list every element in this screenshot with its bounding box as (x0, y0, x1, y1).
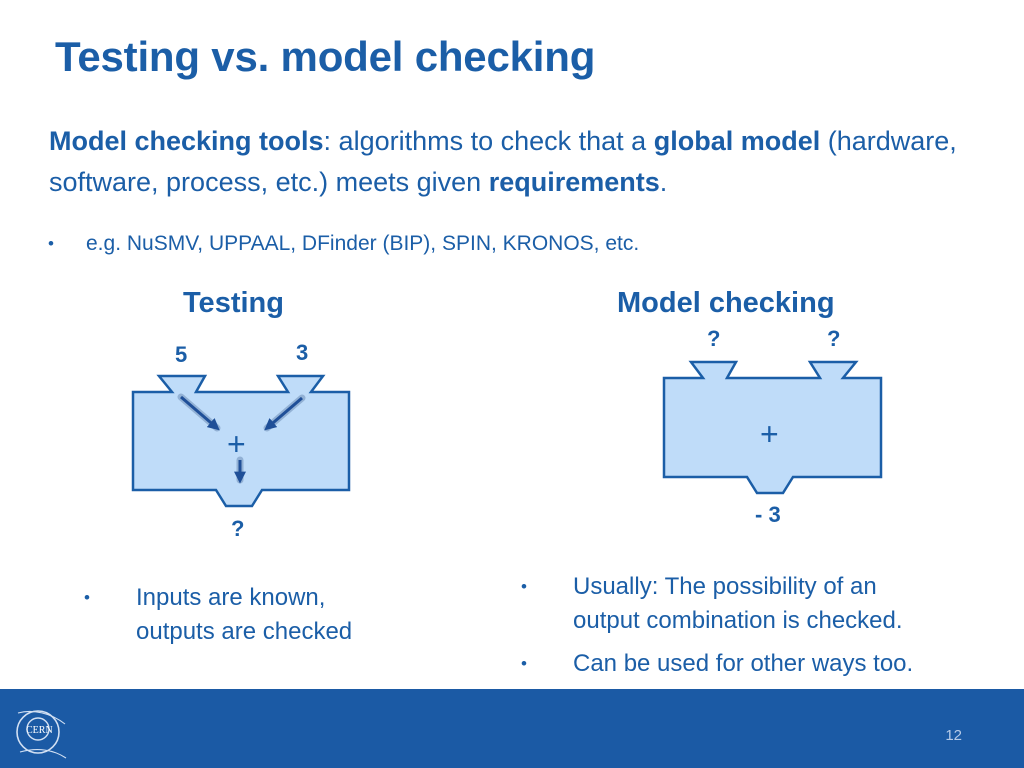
page-number: 12 (945, 727, 962, 744)
testing-arrow-left (177, 393, 221, 432)
model-checking-output: - 3 (755, 502, 781, 527)
model-checking-adder-block (662, 360, 883, 495)
model-checking-operator: + (760, 416, 779, 452)
bullet-dot: • (48, 234, 54, 253)
bullet-dot: • (84, 588, 90, 607)
model-checking-heading: Model checking (617, 287, 835, 319)
examples-text: e.g. NuSMV, UPPAAL, DFinder (BIP), SPIN,… (86, 232, 640, 255)
intro-bold-requirements: requirements (488, 167, 660, 197)
bullet-dot: • (521, 654, 527, 673)
intro-text-2: (hardware, software, process, etc.) meet… (49, 126, 957, 197)
cern-logo-text: CERN (26, 725, 53, 736)
comparison-diagrams: 5 3 + ? ? ? + - 3 (131, 326, 883, 541)
testing-input-right: 3 (296, 340, 308, 365)
testing-output: ? (231, 516, 244, 541)
model-checking-input-right: ? (827, 326, 840, 351)
cern-logo-icon: CERN (16, 710, 67, 759)
model-checking-note-2-line-1: Can be used for other ways too. (573, 650, 914, 677)
model-checking-note-1: • Usually: The possibility of an output … (521, 572, 991, 642)
testing-heading: Testing (183, 287, 284, 319)
model-checking-note-2: • Can be used for other ways too. (521, 649, 991, 681)
footer-bar: CERN 12 (0, 689, 1024, 768)
model-checking-input-left: ? (707, 326, 720, 351)
intro-text-1: : algorithms to check that a (323, 126, 654, 156)
intro-bold-global-model: global model (653, 126, 821, 156)
intro-text-3: . (659, 167, 668, 197)
examples-bullet: • e.g. NuSMV, UPPAAL, DFinder (BIP), SPI… (48, 229, 808, 259)
testing-input-left: 5 (175, 342, 187, 367)
intro-term: Model checking tools (49, 126, 324, 156)
testing-note-line-1: Inputs are known, (136, 584, 326, 611)
testing-diagram: 5 3 + ? (131, 340, 351, 541)
model-checking-note-1-line-1: Usually: The possibility of an (573, 573, 877, 600)
model-checking-note-1-line-2: output combination is checked. (573, 607, 903, 634)
model-checking-diagram: ? ? + - 3 (662, 326, 883, 527)
testing-note: • Inputs are known, outputs are checked (84, 583, 444, 653)
bullet-dot: • (521, 577, 527, 596)
intro-paragraph: Model checking tools: algorithms to chec… (49, 121, 989, 203)
slide-title: Testing vs. model checking (55, 33, 596, 80)
testing-arrow-right (263, 394, 306, 432)
testing-operator: + (227, 426, 246, 462)
testing-note-line-2: outputs are checked (136, 618, 353, 645)
